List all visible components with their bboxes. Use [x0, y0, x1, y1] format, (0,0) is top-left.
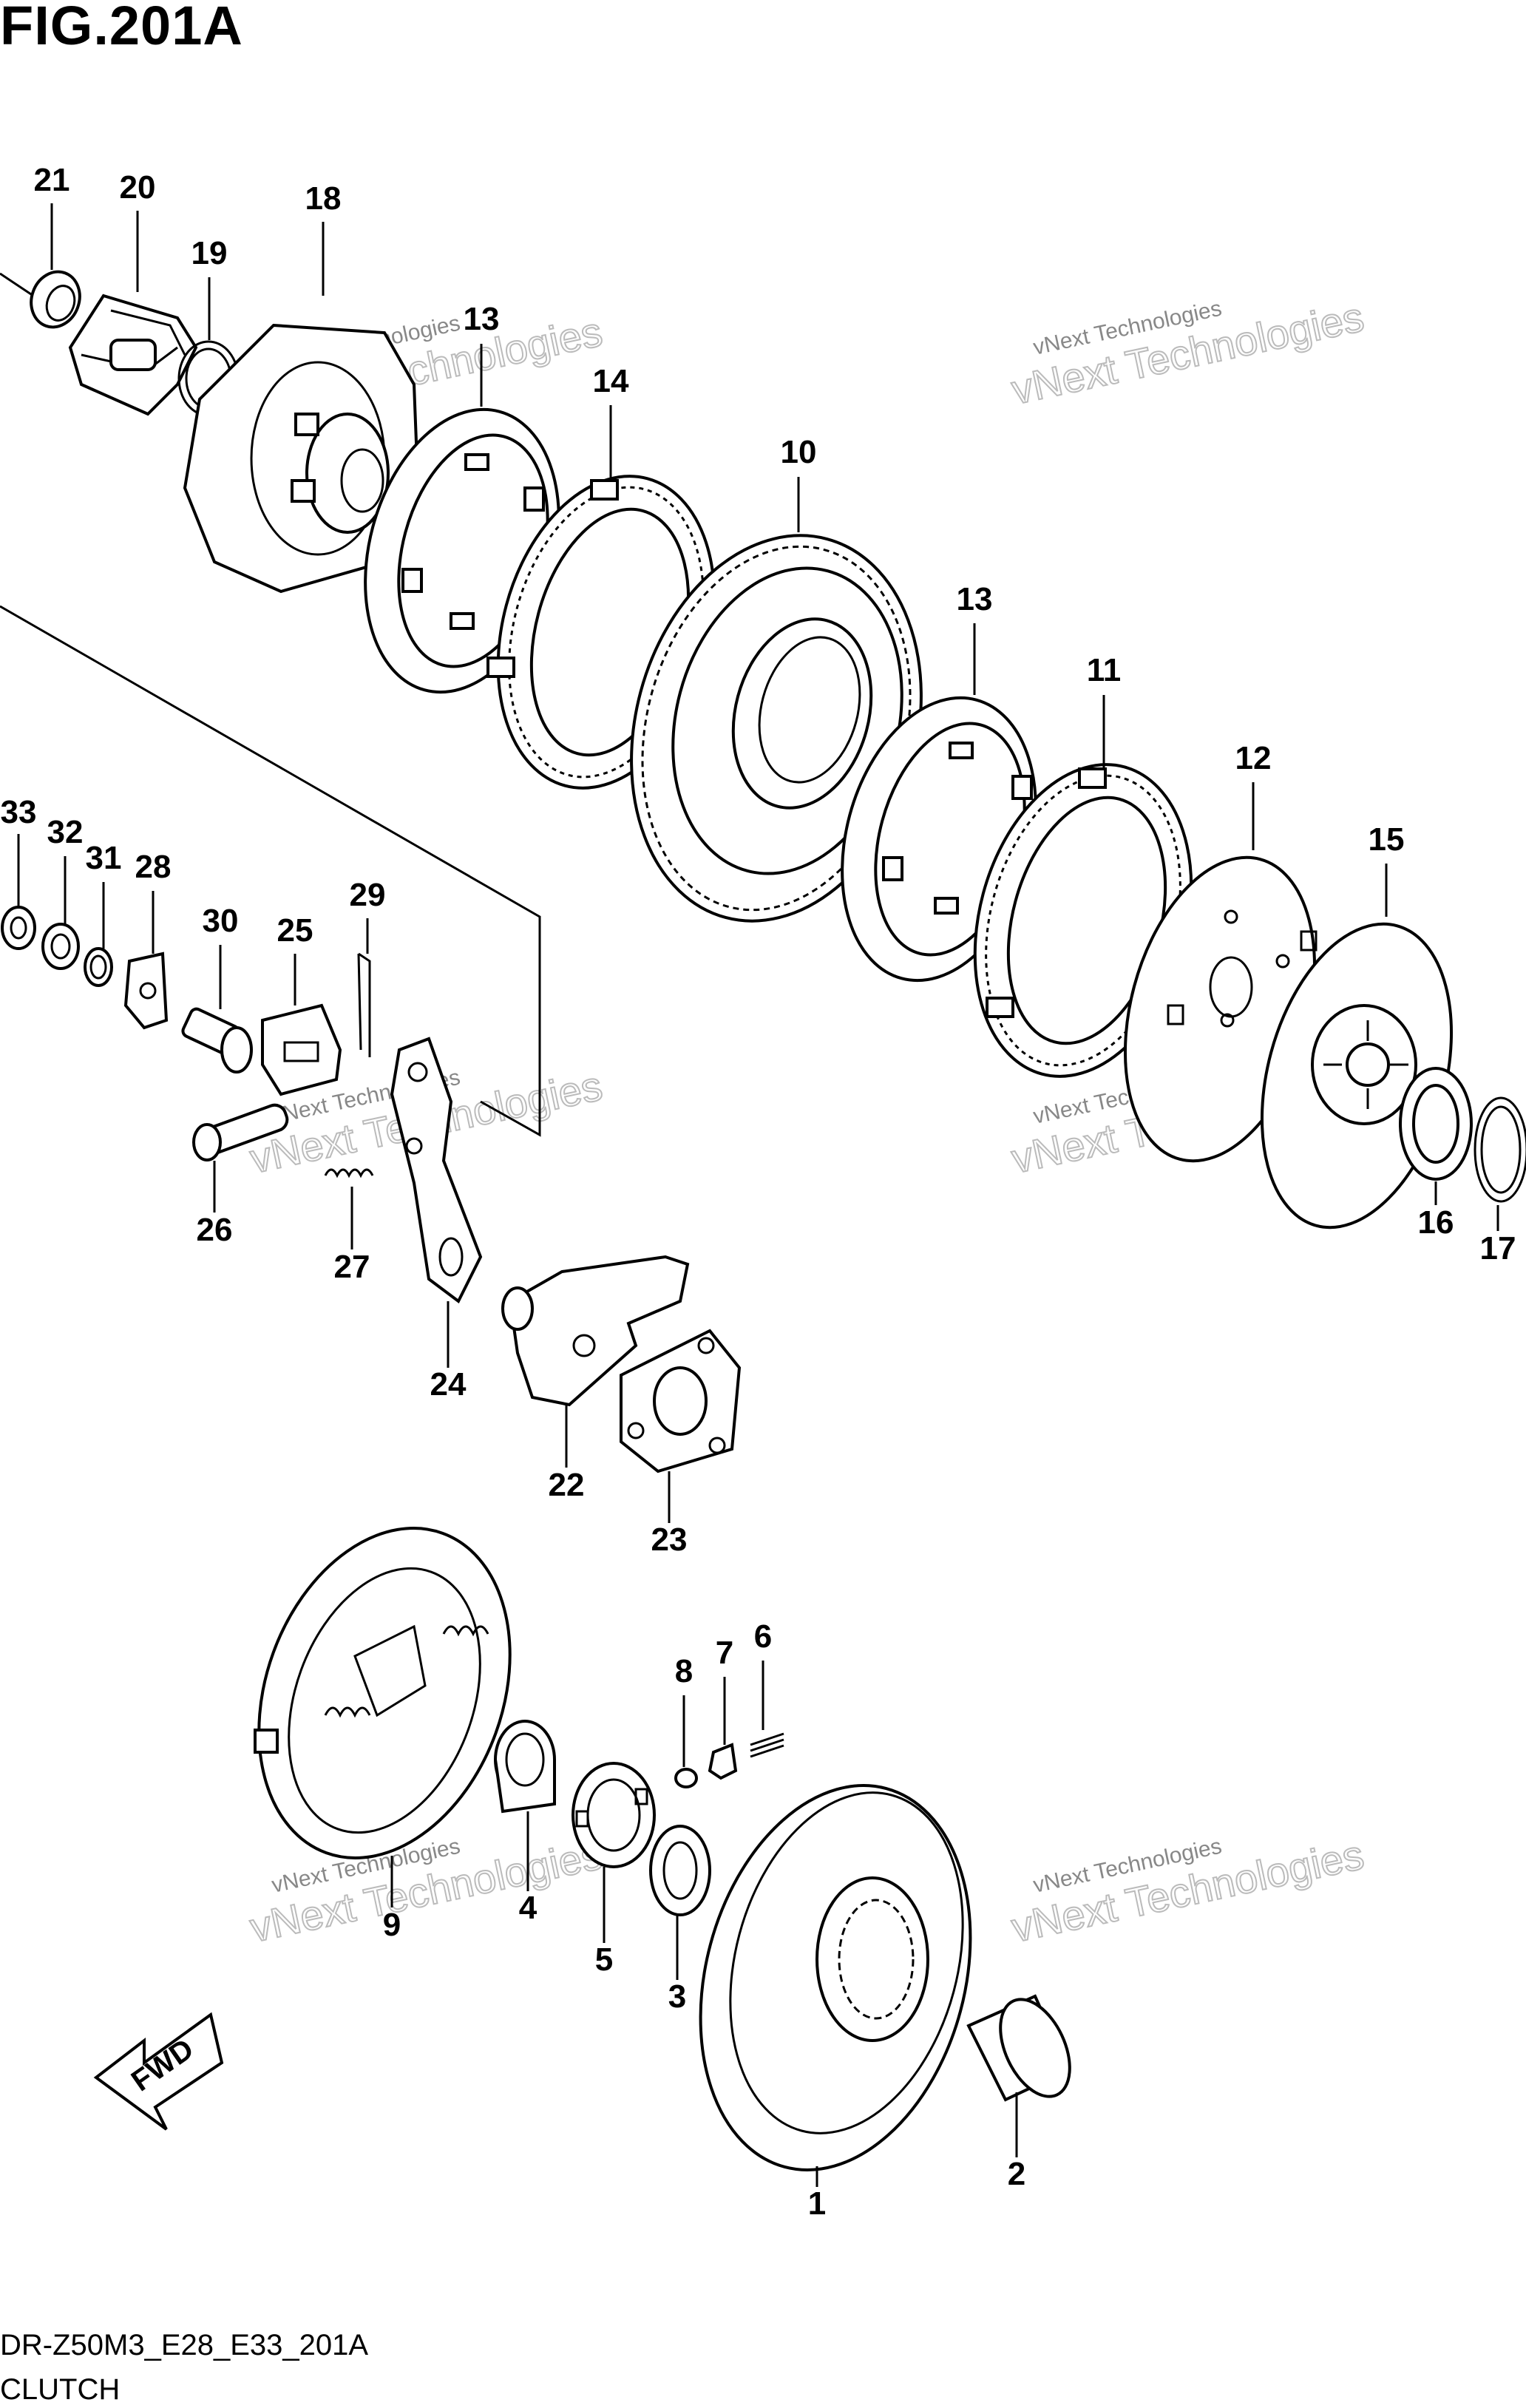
callout-12: 12 [1235, 740, 1272, 776]
callout-10: 10 [781, 434, 817, 470]
callout-23: 23 [651, 1522, 688, 1558]
callout-16: 16 [1418, 1204, 1454, 1241]
part-4-bushing [494, 1720, 556, 1814]
part-1-clutch-drum [699, 1784, 972, 2171]
part-30-bolt [181, 1007, 253, 1074]
part-7-clip [708, 1743, 738, 1780]
leader-lines [17, 203, 1499, 2187]
part-6-screw [750, 1732, 784, 1758]
callout-5: 5 [595, 1941, 613, 1978]
callout-33: 33 [1, 794, 37, 830]
fwd-arrow: FWD [93, 2012, 224, 2131]
part-2-sleeve [966, 1994, 1071, 2102]
part-32-washer [41, 923, 80, 970]
part-17-circlip [1474, 1096, 1526, 1203]
part-22-release-lever [501, 1255, 690, 1407]
callout-29: 29 [350, 877, 386, 913]
callout-15: 15 [1369, 821, 1405, 858]
callout-18: 18 [305, 180, 342, 217]
figure-subtitle: CLUTCH [0, 2373, 121, 2406]
part-29-pin [357, 952, 371, 1057]
part-3-washer [649, 1825, 711, 1916]
callout-2: 2 [1008, 2156, 1025, 2192]
callout-26: 26 [197, 1212, 233, 1248]
part-31-washer [84, 947, 113, 987]
part-5-bearing [572, 1762, 656, 1868]
part-33-nut [1, 906, 36, 950]
part-27-spring [324, 1168, 374, 1178]
callout-32: 32 [47, 814, 84, 850]
callout-8: 8 [675, 1653, 693, 1689]
callout-27: 27 [334, 1249, 370, 1285]
callout-13: 13 [464, 301, 500, 337]
figure-code: DR-Z50M3_E28_E33_201A [0, 2329, 369, 2361]
part-18-drive-plate [183, 323, 420, 594]
callout-25: 25 [277, 912, 313, 949]
callout-1: 1 [808, 2185, 826, 2222]
callout-11: 11 [1087, 652, 1122, 688]
part-26-pin [192, 1103, 289, 1161]
callout-22: 22 [549, 1467, 585, 1503]
callout-9: 9 [383, 1907, 401, 1943]
callout-24: 24 [430, 1366, 467, 1403]
callout-28: 28 [135, 849, 172, 885]
part-23-gasket [620, 1329, 742, 1473]
callout-14: 14 [593, 363, 629, 399]
part-21-bushing [30, 270, 81, 329]
callout-30: 30 [203, 903, 239, 939]
callout-31: 31 [86, 840, 122, 876]
part-9-clutch-shoe-assembly [254, 1527, 512, 1859]
part-8-pin [674, 1768, 698, 1788]
callout-4: 4 [519, 1890, 538, 1926]
part-24-lever [390, 1037, 483, 1304]
part-20-cam [68, 294, 198, 416]
part-28-plate [123, 952, 169, 1030]
callout-7: 7 [716, 1635, 733, 1671]
part-16-washer [1399, 1067, 1473, 1181]
callout-17: 17 [1480, 1230, 1516, 1266]
callout-3: 3 [668, 1978, 686, 2015]
assembly-frame-line [0, 605, 541, 1137]
callout-6: 6 [754, 1618, 772, 1655]
callout-13: 13 [957, 581, 993, 617]
part-25-bracket [261, 1003, 342, 1096]
callout-19: 19 [191, 235, 228, 271]
callout-20: 20 [120, 169, 156, 206]
callout-labels: 1234567891011121313141516171819202122232… [1, 162, 1516, 2222]
figure-title: FIG.201A [0, 0, 243, 56]
callout-21: 21 [34, 162, 70, 198]
